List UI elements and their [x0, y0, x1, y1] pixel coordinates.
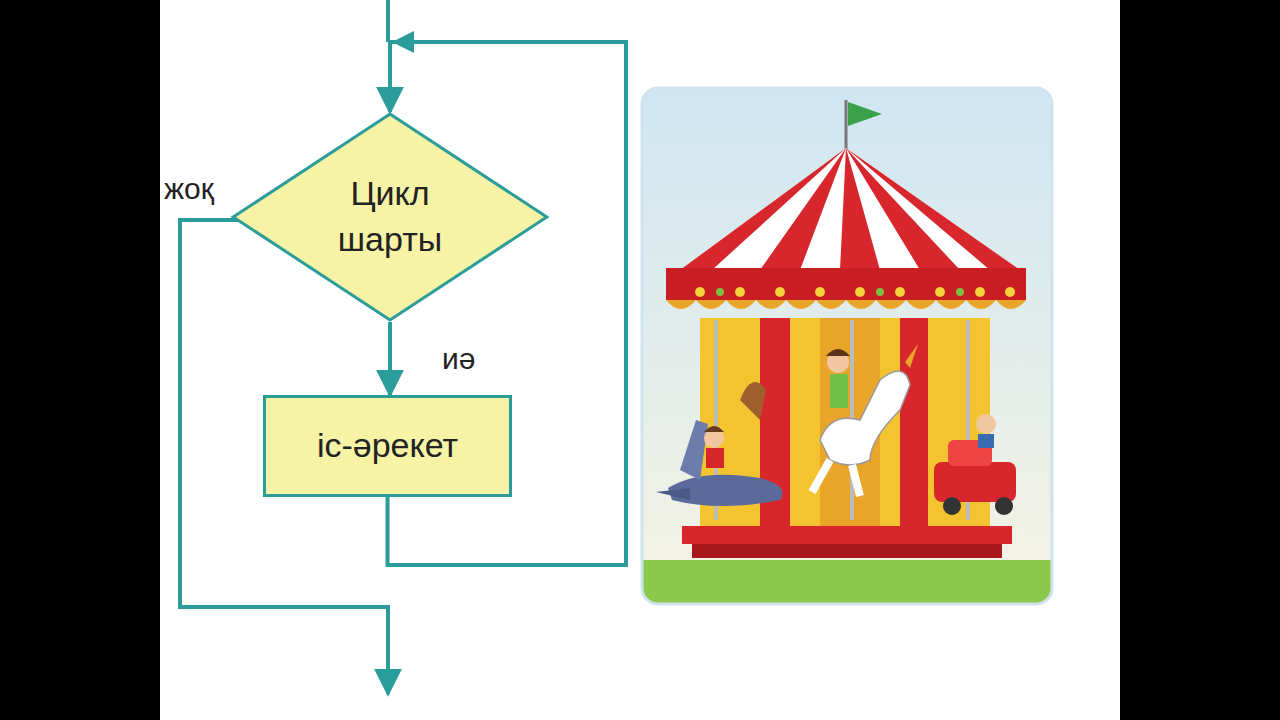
branch-label: жоқ	[162, 172, 216, 205]
entry-line	[386, 0, 390, 42]
node-text: іс-әрекет	[317, 423, 458, 469]
diamond-outline	[230, 112, 550, 322]
edge-label: иә	[440, 342, 477, 375]
node-text: Цикл шарты	[318, 171, 463, 263]
process-box: іс-әрекет	[263, 395, 512, 497]
flow-arrow	[388, 322, 392, 395]
decision-diamond: Цикл шарты	[230, 112, 550, 322]
